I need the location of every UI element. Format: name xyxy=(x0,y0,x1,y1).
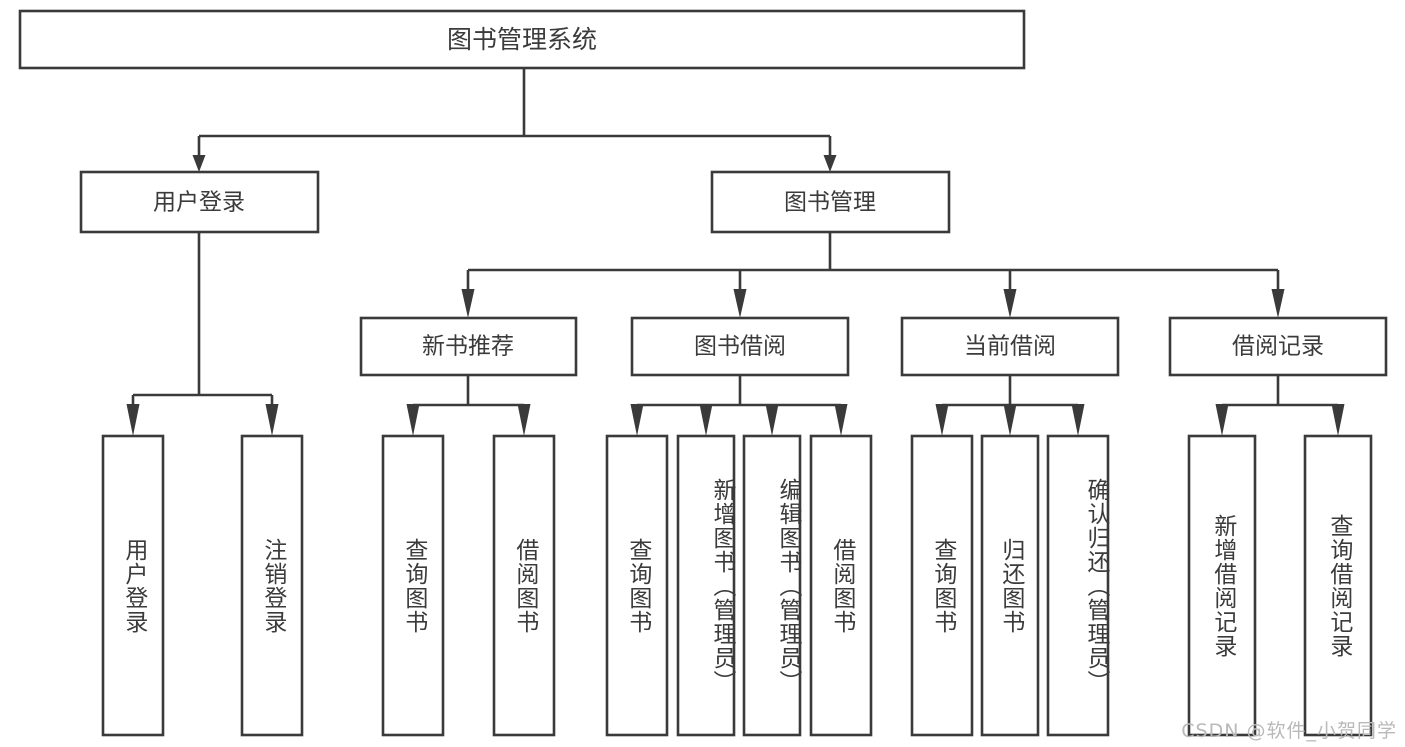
csdn-watermark: CSDN @软件_小贺同学 xyxy=(1181,720,1397,742)
arrow-leaf-borrow-book-2 xyxy=(834,404,848,436)
edges-book-borrow-to-leaves xyxy=(630,375,848,436)
arrow-leaf-query-book-3 xyxy=(935,404,949,436)
leaf-user-login-box[interactable] xyxy=(101,434,165,737)
arrow-leaf-query-book-2 xyxy=(630,404,644,436)
leaf-query-book-1-box[interactable] xyxy=(381,434,445,737)
arrow-leaf-borrow-book-1 xyxy=(517,404,531,436)
arrow-leaf-confirm-return xyxy=(1071,404,1085,436)
node-current-borrow[interactable]: 当前借阅 xyxy=(900,316,1120,377)
node-current-borrow-label: 当前借阅 xyxy=(964,334,1056,360)
edges-user-login-to-leaves xyxy=(126,232,279,436)
leaf-return-book-box[interactable] xyxy=(980,434,1040,737)
leaf-query-record-box[interactable] xyxy=(1303,434,1373,737)
node-user-login-box[interactable] xyxy=(79,170,320,234)
node-borrow-record-label: 借阅记录 xyxy=(1232,334,1324,360)
node-user-login[interactable]: 用户登录 xyxy=(79,170,320,234)
node-root-box[interactable] xyxy=(18,9,1026,70)
node-new-book-recommend-label: 新书推荐 xyxy=(422,334,514,360)
node-book-borrow[interactable]: 图书借阅 xyxy=(630,316,850,377)
node-book-manage-box[interactable] xyxy=(710,170,951,234)
node-book-manage-label: 图书管理 xyxy=(784,190,876,216)
leaf-boxes xyxy=(101,434,1373,737)
node-book-manage[interactable]: 图书管理 xyxy=(710,170,951,234)
leaf-add-record-box[interactable] xyxy=(1187,434,1257,737)
edges-book-manage-to-level3 xyxy=(461,232,1285,318)
node-user-login-label: 用户登录 xyxy=(153,190,245,216)
arrow-new-book xyxy=(461,289,475,318)
edges-new-book-to-leaves xyxy=(406,375,531,436)
edges-current-borrow-to-leaves xyxy=(935,375,1085,436)
leaf-borrow-book-2-box[interactable] xyxy=(809,434,873,737)
node-borrow-record[interactable]: 借阅记录 xyxy=(1168,316,1388,377)
node-root-label: 图书管理系统 xyxy=(447,25,597,54)
arrow-leaf-add-record xyxy=(1215,404,1229,436)
leaf-confirm-return-box[interactable] xyxy=(1046,434,1110,737)
arrow-current-borrow xyxy=(1003,289,1017,318)
node-book-borrow-box[interactable] xyxy=(630,316,850,377)
arrow-borrow-record xyxy=(1271,289,1285,318)
leaf-edit-book-box[interactable] xyxy=(742,434,802,737)
edges-root-to-level2 xyxy=(192,68,837,172)
edges-borrow-record-to-leaves xyxy=(1215,375,1345,436)
leaf-query-book-3-box[interactable] xyxy=(910,434,974,737)
node-new-book-recommend-box[interactable] xyxy=(359,316,578,377)
arrow-leaf-query-record xyxy=(1331,404,1345,436)
arrow-leaf-user-logout xyxy=(265,404,279,436)
node-current-borrow-box[interactable] xyxy=(900,316,1120,377)
leaf-borrow-book-1-box[interactable] xyxy=(492,434,556,737)
arrow-leaf-return-book xyxy=(1003,404,1017,436)
arrow-user-login xyxy=(192,155,206,172)
leaf-user-logout-box[interactable] xyxy=(240,434,304,737)
arrow-leaf-user-login xyxy=(126,404,140,436)
arrow-leaf-edit-book xyxy=(765,404,779,436)
node-book-borrow-label: 图书借阅 xyxy=(694,334,786,360)
node-new-book-recommend[interactable]: 新书推荐 xyxy=(359,316,578,377)
arrow-leaf-query-book-1 xyxy=(406,404,420,436)
leaf-query-book-2-box[interactable] xyxy=(605,434,669,737)
node-root[interactable]: 图书管理系统 xyxy=(18,9,1026,70)
arrow-leaf-add-book xyxy=(699,404,713,436)
arrow-book-manage xyxy=(823,155,837,172)
node-borrow-record-box[interactable] xyxy=(1168,316,1388,377)
leaf-add-book-box[interactable] xyxy=(676,434,736,737)
arrow-book-borrow xyxy=(733,289,747,318)
